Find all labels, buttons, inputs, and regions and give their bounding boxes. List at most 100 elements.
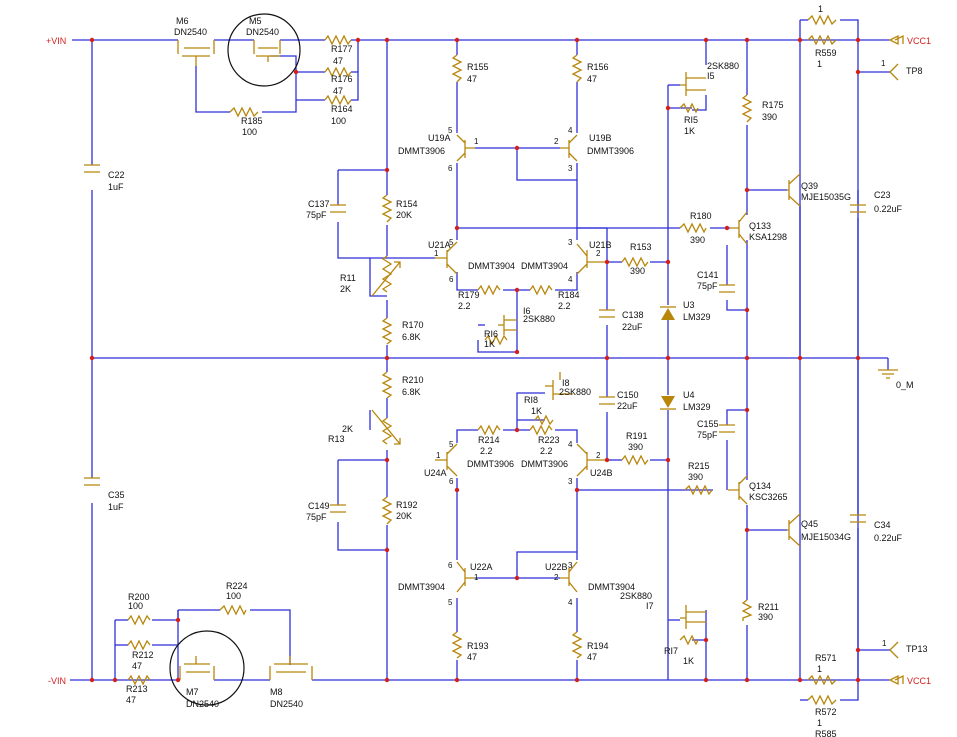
i5-value: 2SK880 bbox=[707, 61, 739, 71]
r215-value: 390 bbox=[688, 472, 703, 482]
u21a-ref: U21A bbox=[428, 240, 451, 250]
ri7-value: 1K bbox=[683, 656, 694, 666]
tp13-pin: 1 bbox=[882, 639, 887, 648]
m8-value: DN2540 bbox=[270, 699, 303, 709]
r176-value: 47 bbox=[333, 86, 343, 96]
c150-ref: C150 bbox=[617, 390, 639, 400]
r212-ref: R212 bbox=[132, 650, 154, 660]
svg-text:2: 2 bbox=[596, 249, 601, 258]
r184-value: 2.2 bbox=[558, 301, 571, 311]
r224-ref: R224 bbox=[226, 581, 248, 591]
i8-ref: I8 bbox=[562, 378, 570, 388]
tp8-label: TP8 bbox=[906, 66, 923, 76]
junction-dots bbox=[89, 37, 861, 683]
svg-text:1: 1 bbox=[474, 573, 479, 582]
m5-value: DN2540 bbox=[246, 27, 279, 37]
rtop-value: 1 bbox=[818, 4, 823, 14]
q134-value: KSC3265 bbox=[749, 492, 788, 502]
u24a-value: DMMT3906 bbox=[467, 459, 514, 469]
ri7-ref: RI7 bbox=[664, 646, 678, 656]
svg-text:4: 4 bbox=[568, 440, 573, 449]
c141-value: 75pF bbox=[697, 281, 718, 291]
net-vin-pos: +VIN bbox=[46, 36, 66, 46]
ri6-ref: RI6 bbox=[484, 329, 498, 339]
ri6-value: 1K bbox=[484, 339, 495, 349]
c137-value: 75pF bbox=[306, 210, 327, 220]
r180-ref: R180 bbox=[690, 211, 712, 221]
r191-ref: R191 bbox=[626, 431, 648, 441]
r572-ref: R572 bbox=[815, 707, 837, 717]
svg-text:5: 5 bbox=[448, 126, 453, 135]
r155-ref: R155 bbox=[467, 62, 489, 72]
r154-value: 20K bbox=[396, 210, 412, 220]
footer-partial: R585 bbox=[815, 729, 837, 737]
r156-ref: R156 bbox=[587, 62, 609, 72]
r170-ref: R170 bbox=[402, 320, 424, 330]
u4-value: LM329 bbox=[683, 402, 711, 412]
c155-ref: C155 bbox=[697, 419, 719, 429]
net-labels: +VIN -VIN VCC1 VCC1 0_M TP8 1 TP13 1 bbox=[46, 36, 931, 686]
u22b-value: DMMT3904 bbox=[588, 582, 635, 592]
u21a-value: DMMT3904 bbox=[468, 261, 515, 271]
svg-text:1: 1 bbox=[436, 451, 441, 460]
r179-ref: R179 bbox=[458, 290, 480, 300]
svg-text:4: 4 bbox=[568, 598, 573, 607]
r193-value: 47 bbox=[467, 652, 477, 662]
svg-text:6: 6 bbox=[448, 561, 453, 570]
component-labels: M6 DN2540 M5 DN2540 M7 DN2540 M8 DN2540 … bbox=[108, 4, 903, 737]
u22b-ref: U22B bbox=[545, 562, 568, 572]
r571-value: 1 bbox=[817, 664, 822, 674]
u19b-ref: U19B bbox=[589, 133, 612, 143]
u22a-ref: U22A bbox=[470, 562, 493, 572]
r210-ref: R210 bbox=[402, 375, 424, 385]
net-vin-neg: -VIN bbox=[48, 676, 66, 686]
c150-value: 22uF bbox=[617, 401, 638, 411]
u19a-ref: U19A bbox=[428, 133, 451, 143]
i5-ref: I5 bbox=[707, 71, 715, 81]
r210-value: 6.8K bbox=[402, 387, 421, 397]
svg-text:2: 2 bbox=[596, 451, 601, 460]
highlight-circle-m7 bbox=[169, 630, 245, 706]
svg-text:6: 6 bbox=[449, 275, 454, 284]
m6-ref: M6 bbox=[176, 16, 189, 26]
i6-ref: I6 bbox=[523, 306, 531, 316]
c138-ref: C138 bbox=[622, 310, 644, 320]
highlight-circle-m5 bbox=[227, 13, 301, 87]
u3-value: LM329 bbox=[683, 312, 711, 322]
u22a-value: DMMT3904 bbox=[398, 582, 445, 592]
r211-ref: R211 bbox=[758, 602, 779, 612]
r156-value: 47 bbox=[587, 74, 597, 84]
components bbox=[84, 14, 904, 706]
m5-ref: M5 bbox=[249, 16, 262, 26]
r153-value: 390 bbox=[630, 266, 645, 276]
m8-ref: M8 bbox=[270, 687, 283, 697]
r215-ref: R215 bbox=[688, 461, 710, 471]
r184-ref: R184 bbox=[558, 290, 580, 300]
r559-ref: R559 bbox=[815, 48, 837, 58]
r223-value: 2.2 bbox=[540, 446, 553, 456]
r572-value: 1 bbox=[817, 718, 822, 728]
net-vcc-top: VCC1 bbox=[907, 36, 931, 46]
q45-value: MJE15034G bbox=[801, 532, 851, 542]
u19a-value: DMMT3906 bbox=[398, 146, 445, 156]
r194-value: 47 bbox=[587, 652, 597, 662]
svg-text:4: 4 bbox=[568, 126, 573, 135]
r176-ref: R176 bbox=[331, 74, 353, 84]
r192-ref: R192 bbox=[396, 500, 418, 510]
svg-text:2: 2 bbox=[554, 573, 559, 582]
svg-text:6: 6 bbox=[448, 164, 453, 173]
r571-ref: R571 bbox=[815, 653, 837, 663]
r11-value: 2K bbox=[340, 284, 351, 294]
r559-value: 1 bbox=[817, 59, 822, 69]
r180-value: 390 bbox=[690, 235, 705, 245]
m6-value: DN2540 bbox=[174, 27, 207, 37]
r13-value: 2K bbox=[342, 424, 353, 434]
ri8-value: 1K bbox=[531, 406, 542, 416]
c35-ref: C35 bbox=[108, 490, 125, 500]
u21b-value: DMMT3904 bbox=[521, 261, 568, 271]
r193-ref: R193 bbox=[467, 641, 489, 651]
i8-value: 2SK880 bbox=[559, 387, 591, 397]
r200-ref: R200 bbox=[128, 592, 150, 602]
c34-value: 0.22uF bbox=[874, 533, 903, 543]
